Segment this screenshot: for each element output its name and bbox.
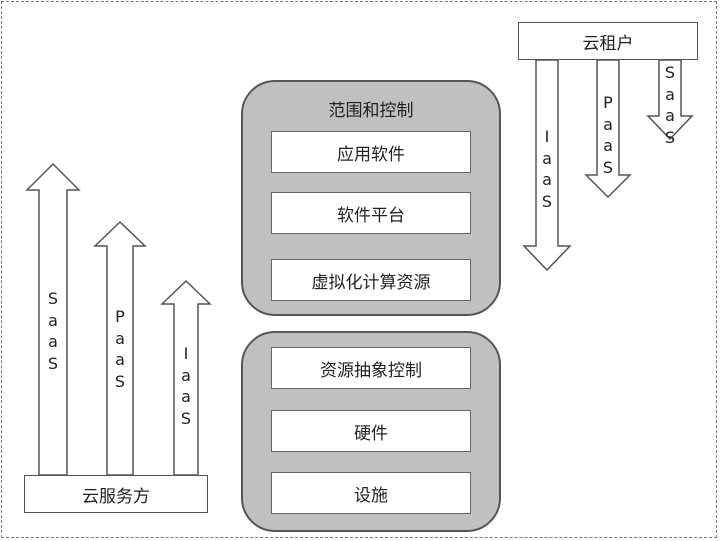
facility-layer: 设施 [271, 472, 471, 514]
paas-provider-arrow [93, 220, 147, 476]
arrow-label-char: S [180, 408, 192, 428]
arrow-label-char: S [47, 353, 59, 373]
arrow-label-char: a [115, 350, 125, 370]
paas-tenant-arrow [584, 59, 632, 199]
layer-label: 软件平台 [337, 205, 405, 226]
cloud-tenant-label: 云租户 [582, 33, 634, 54]
resource-abstraction-layer: 资源抽象控制 [271, 347, 471, 389]
arrow-label-char: a [665, 84, 675, 104]
layer-label: 虚拟化计算资源 [311, 272, 431, 293]
iaas-provider-arrow [160, 279, 212, 476]
arrow-label-char: S [664, 127, 676, 147]
arrow-label-char: a [603, 136, 613, 156]
arrow-label-char: a [181, 365, 191, 385]
layer-label: 设施 [354, 485, 388, 506]
cloud-tenant-box: 云租户 [518, 22, 698, 60]
arrow-label-char: P [115, 307, 125, 326]
arrow-label-char: S [602, 157, 614, 177]
saas-provider-arrow [25, 162, 81, 476]
arrow-label-char: S [541, 191, 553, 211]
arrow-label-char: P [603, 93, 613, 112]
scope-control-title: 范围和控制 [328, 101, 414, 121]
arrow-label-char: a [542, 170, 552, 190]
cloud-provider-box: 云服务方 [24, 475, 208, 513]
arrow-label-char: a [48, 310, 58, 330]
arrow-label-char: a [603, 114, 613, 134]
iaas-tenant-arrow [522, 59, 572, 272]
scope-control-panel: 范围和控制 应用软件 软件平台 虚拟化计算资源 [241, 80, 501, 316]
arrow-label-char: S [664, 63, 676, 82]
software-platform-layer: 软件平台 [271, 192, 471, 234]
layer-label: 资源抽象控制 [320, 360, 422, 381]
layer-label: 应用软件 [337, 144, 405, 165]
arrow-label-char: S [47, 289, 59, 308]
saas-tenant-arrow [646, 59, 694, 141]
arrow-label-char: S [114, 371, 126, 391]
arrow-label-char: a [665, 106, 675, 126]
application-software-layer: 应用软件 [271, 131, 471, 173]
virtualized-compute-layer: 虚拟化计算资源 [271, 259, 471, 301]
arrow-label-char: a [181, 387, 191, 407]
arrow-label-char: a [115, 328, 125, 348]
layer-label: 硬件 [354, 423, 388, 444]
arrow-label-char: a [48, 332, 58, 352]
arrow-label-char: I [544, 127, 550, 146]
hardware-layer: 硬件 [271, 410, 471, 452]
arrow-label-char: I [183, 344, 189, 363]
infrastructure-panel: 资源抽象控制 硬件 设施 [241, 331, 501, 532]
arrow-label-char: a [542, 148, 552, 168]
cloud-provider-label: 云服务方 [82, 486, 150, 507]
